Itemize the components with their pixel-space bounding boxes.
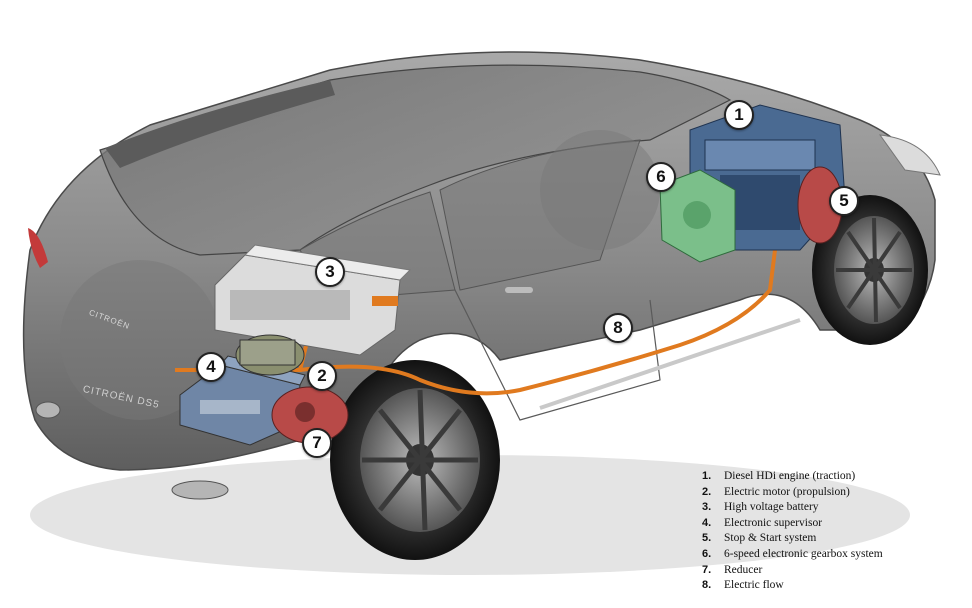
legend-item: 3. High voltage battery bbox=[702, 501, 962, 517]
tail-light bbox=[28, 228, 48, 268]
exhaust-pipe bbox=[171, 480, 229, 500]
rear-spoiler bbox=[105, 80, 335, 168]
door-handle bbox=[505, 287, 533, 293]
legend-label: Electric flow bbox=[724, 579, 784, 592]
callout-4: 4 bbox=[196, 352, 226, 382]
legend-item: 1. Diesel HDi engine (traction) bbox=[702, 470, 962, 486]
legend-item: 2. Electric motor (propulsion) bbox=[702, 486, 962, 502]
legend-label: Diesel HDi engine (traction) bbox=[724, 470, 856, 482]
electric-flow-cable bbox=[299, 249, 777, 396]
legend-label: Stop & Start system bbox=[724, 532, 817, 545]
legend-item: 4. Electronic supervisor bbox=[702, 517, 962, 533]
rear-wheel bbox=[330, 360, 500, 560]
legend-number: 8. bbox=[702, 579, 712, 592]
legend-label: 6-speed electronic gearbox system bbox=[724, 547, 883, 560]
callout-5: 5 bbox=[829, 186, 859, 216]
reducer bbox=[271, 386, 349, 444]
callout-6: 6 bbox=[646, 162, 676, 192]
chrome-strip bbox=[539, 318, 801, 410]
electric-motor bbox=[235, 334, 305, 376]
headlight bbox=[878, 134, 941, 176]
door-line bbox=[454, 289, 661, 421]
legend-number: 7. bbox=[702, 563, 712, 576]
side-window bbox=[439, 139, 641, 291]
legend: 1. Diesel HDi engine (traction) 2. Electri… bbox=[702, 470, 962, 595]
legend-label: Reducer bbox=[724, 563, 763, 576]
legend-number: 2. bbox=[702, 485, 712, 498]
callout-2: 2 bbox=[307, 361, 337, 391]
legend-item: 6. 6-speed electronic gearbox system bbox=[702, 548, 962, 564]
legend-label: High voltage battery bbox=[724, 501, 819, 514]
gearbox bbox=[659, 169, 736, 263]
callout-7: 7 bbox=[302, 428, 332, 458]
legend-number: 3. bbox=[702, 501, 712, 514]
legend-label: Electric motor (propulsion) bbox=[724, 485, 850, 498]
legend-number: 4. bbox=[702, 516, 712, 529]
legend-item: 7. Reducer bbox=[702, 564, 962, 580]
legend-item: 5. Stop & Start system bbox=[702, 532, 962, 548]
legend-label: Electronic supervisor bbox=[724, 516, 823, 529]
legend-number: 6. bbox=[702, 547, 712, 560]
callout-8: 8 bbox=[603, 313, 633, 343]
exhaust-pipe bbox=[35, 401, 61, 419]
legend-item: 8. Electric flow bbox=[702, 579, 962, 595]
callout-3: 3 bbox=[315, 257, 345, 287]
legend-number: 1. bbox=[702, 470, 712, 482]
callout-1: 1 bbox=[724, 100, 754, 130]
legend-number: 5. bbox=[702, 532, 712, 545]
ghost-rear-wheel bbox=[60, 260, 220, 420]
ghost-front-wheel bbox=[540, 130, 660, 250]
front-wheel bbox=[812, 195, 928, 345]
